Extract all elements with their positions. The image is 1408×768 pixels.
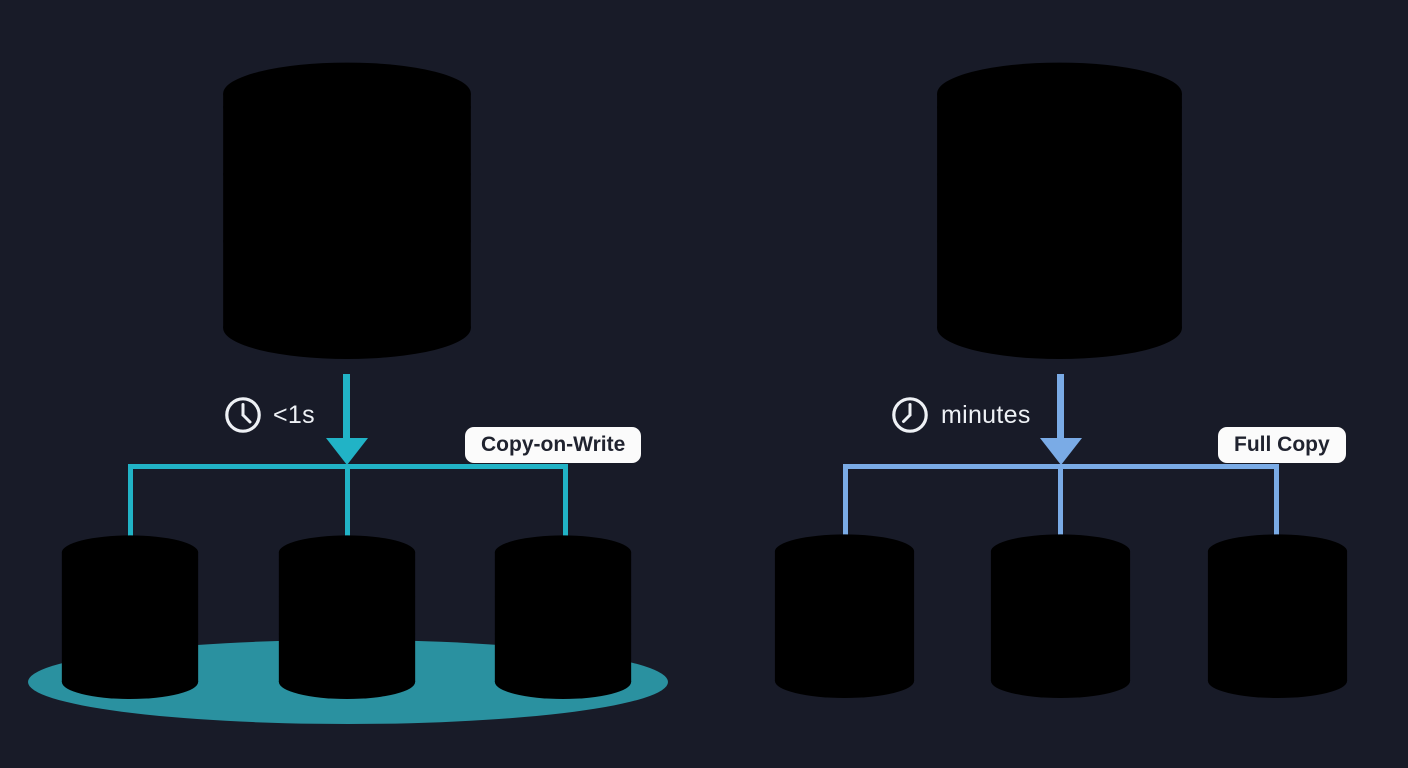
- clone-database-icon: [59, 534, 201, 699]
- clone-database-icon: [988, 533, 1133, 698]
- clone-database-icon: [276, 534, 418, 699]
- branch-stub: [1274, 464, 1279, 536]
- database-icon: [932, 60, 1187, 359]
- branch-stub: [843, 464, 848, 536]
- branch-stub: [345, 464, 350, 536]
- clone-time-label: minutes: [941, 401, 1031, 429]
- down-arrow-head-icon: [1040, 438, 1082, 465]
- branch-stub: [563, 464, 568, 536]
- branch-stub: [128, 464, 133, 536]
- clock-icon: [225, 397, 261, 433]
- method-badge: Full Copy: [1218, 427, 1346, 463]
- method-badge: Copy-on-Write: [465, 427, 642, 463]
- clock-icon: [892, 397, 928, 433]
- clone-database-icon: [772, 533, 917, 698]
- clone-database-icon: [492, 534, 634, 699]
- clone-time-label: <1s: [273, 401, 315, 429]
- database-icon: [218, 60, 476, 359]
- down-arrow-icon: [1057, 374, 1064, 440]
- down-arrow-icon: [343, 374, 350, 440]
- branch-stub: [1058, 464, 1063, 536]
- clone-database-icon: [1205, 533, 1350, 698]
- down-arrow-head-icon: [326, 438, 368, 465]
